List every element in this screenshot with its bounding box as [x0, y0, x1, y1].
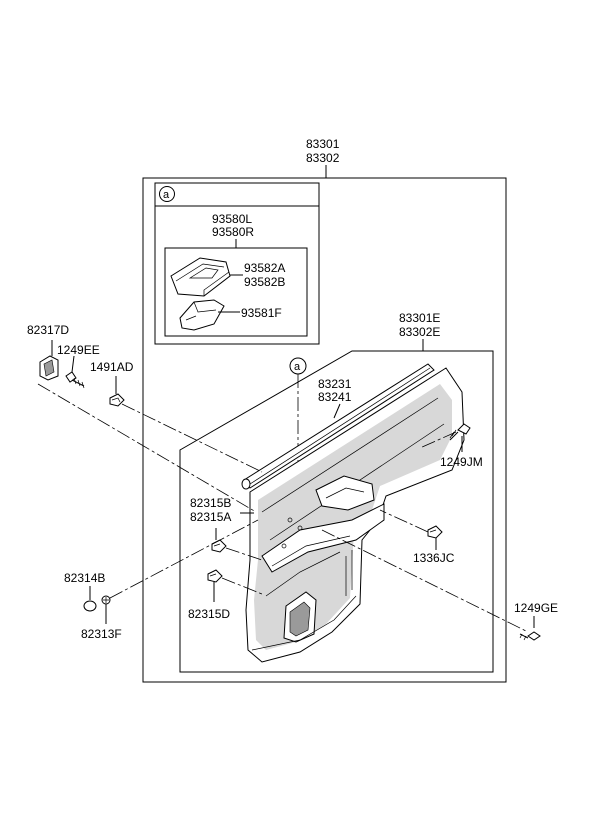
fastener-lower-part [207, 569, 223, 583]
assembly-line-clip [121, 403, 263, 473]
panel-callout-letter: a [294, 361, 301, 373]
label-weatherstrip-1: 83231 [318, 377, 352, 391]
screw-left-part [65, 371, 85, 389]
outer-assembly-frame [142, 177, 507, 683]
label-switch-assy-2: 93580R [212, 225, 254, 239]
label-handle-left: 82317D [27, 323, 69, 337]
assembly-line-fastener-lower [221, 577, 263, 595]
label-clip-left: 1491AD [90, 360, 134, 374]
label-panel-assy-1: 83301 [306, 137, 340, 151]
detail-callout-circle [159, 186, 175, 202]
label-cap: 82314B [64, 571, 105, 585]
leader-screw-left [71, 355, 75, 373]
clip-left-part [109, 393, 125, 407]
label-trim-cover-2: 82315A [190, 510, 231, 524]
assembly-line-fastener-upper [225, 547, 263, 561]
detail-callout-letter: a [163, 189, 170, 201]
label-switch-knob: 93581F [241, 306, 282, 320]
assembly-line-nut-right [379, 509, 429, 533]
label-screw-lower-left: 82313F [81, 627, 122, 641]
switch-inner-box [164, 247, 308, 337]
label-screw-right-upper: 1249JM [440, 455, 483, 469]
label-switch-assy-1: 93580L [212, 212, 252, 226]
weatherstrip-part [241, 363, 435, 490]
label-panel-sub-2: 83302E [399, 325, 440, 339]
fastener-upper-part [211, 539, 227, 553]
inner-panel-frame [179, 350, 494, 673]
handle-left-part [39, 355, 59, 381]
leader-weatherstrip [333, 403, 341, 419]
assembly-line-screw-right-upper [419, 431, 457, 449]
switch-cover-part [170, 257, 231, 297]
label-panel-assy-2: 83302 [306, 151, 340, 165]
screw-right-lower-part [519, 631, 541, 641]
label-weatherstrip-2: 83241 [318, 390, 352, 404]
label-switch-cover-1: 93582A [244, 261, 285, 275]
nut-right-part [427, 525, 443, 539]
label-nut-right: 1336JC [413, 551, 455, 565]
screw-lower-left-part [101, 595, 111, 605]
label-fastener-lower: 82315D [188, 607, 230, 621]
door-trim-panel [245, 367, 465, 663]
label-switch-cover-2: 93582B [244, 275, 285, 289]
label-panel-sub-1: 83301E [399, 311, 440, 325]
label-screw-right-lower: 1249GE [514, 601, 558, 615]
assembly-line-screw-lower-left [109, 519, 259, 599]
assembly-line-handle [37, 383, 257, 513]
label-trim-cover-1: 82315B [190, 496, 231, 510]
detail-box [154, 182, 320, 345]
cap-part [83, 600, 97, 612]
label-screw-left: 1249EE [57, 343, 100, 357]
assembly-line-screw-right-lower [321, 529, 529, 633]
switch-knob-part [179, 299, 225, 331]
